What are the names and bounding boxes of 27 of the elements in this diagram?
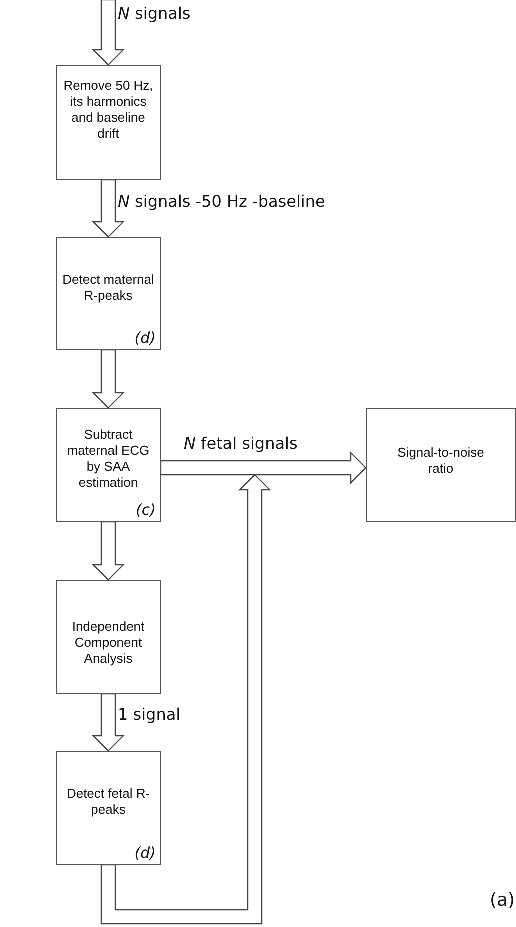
- step-text: Detect maternal R-peaks: [62, 272, 156, 304]
- hollow-arrow: [92, 693, 125, 752]
- step-text: Remove 50 Hz, its harmonics and baseline drift: [62, 78, 154, 142]
- process-box: [366, 408, 516, 522]
- hollow-arrow: [92, 521, 125, 581]
- process-box: [56, 237, 161, 350]
- reference-letter: (d): [134, 330, 156, 346]
- reference-letter: (d): [134, 845, 156, 861]
- step-text: Independent Component Analysis: [71, 619, 146, 667]
- hollow-arrow: [92, 179, 125, 238]
- edge-label: N signals: [118, 4, 191, 23]
- process-box: [56, 408, 161, 522]
- edge-label: N signals -50 Hz -baseline: [118, 192, 326, 211]
- panel-label: (a): [490, 890, 516, 911]
- hollow-arrow: [92, 349, 125, 409]
- process-box: [56, 580, 161, 694]
- step-text: Subtract maternal ECG by SAA estimation: [66, 427, 151, 491]
- reference-letter: (c): [136, 502, 156, 518]
- step-text: Detect fetal R-peaks: [66, 786, 152, 818]
- hollow-arrow: [100, 474, 272, 925]
- edge-label: N fetal signals: [184, 434, 298, 453]
- hollow-arrow: [92, 0, 125, 66]
- process-box: [56, 751, 161, 865]
- hollow-arrow: [160, 452, 367, 484]
- edge-label: 1 signal: [118, 705, 181, 724]
- step-text: Signal-to-noise ratio: [396, 445, 486, 477]
- process-box: [56, 65, 161, 180]
